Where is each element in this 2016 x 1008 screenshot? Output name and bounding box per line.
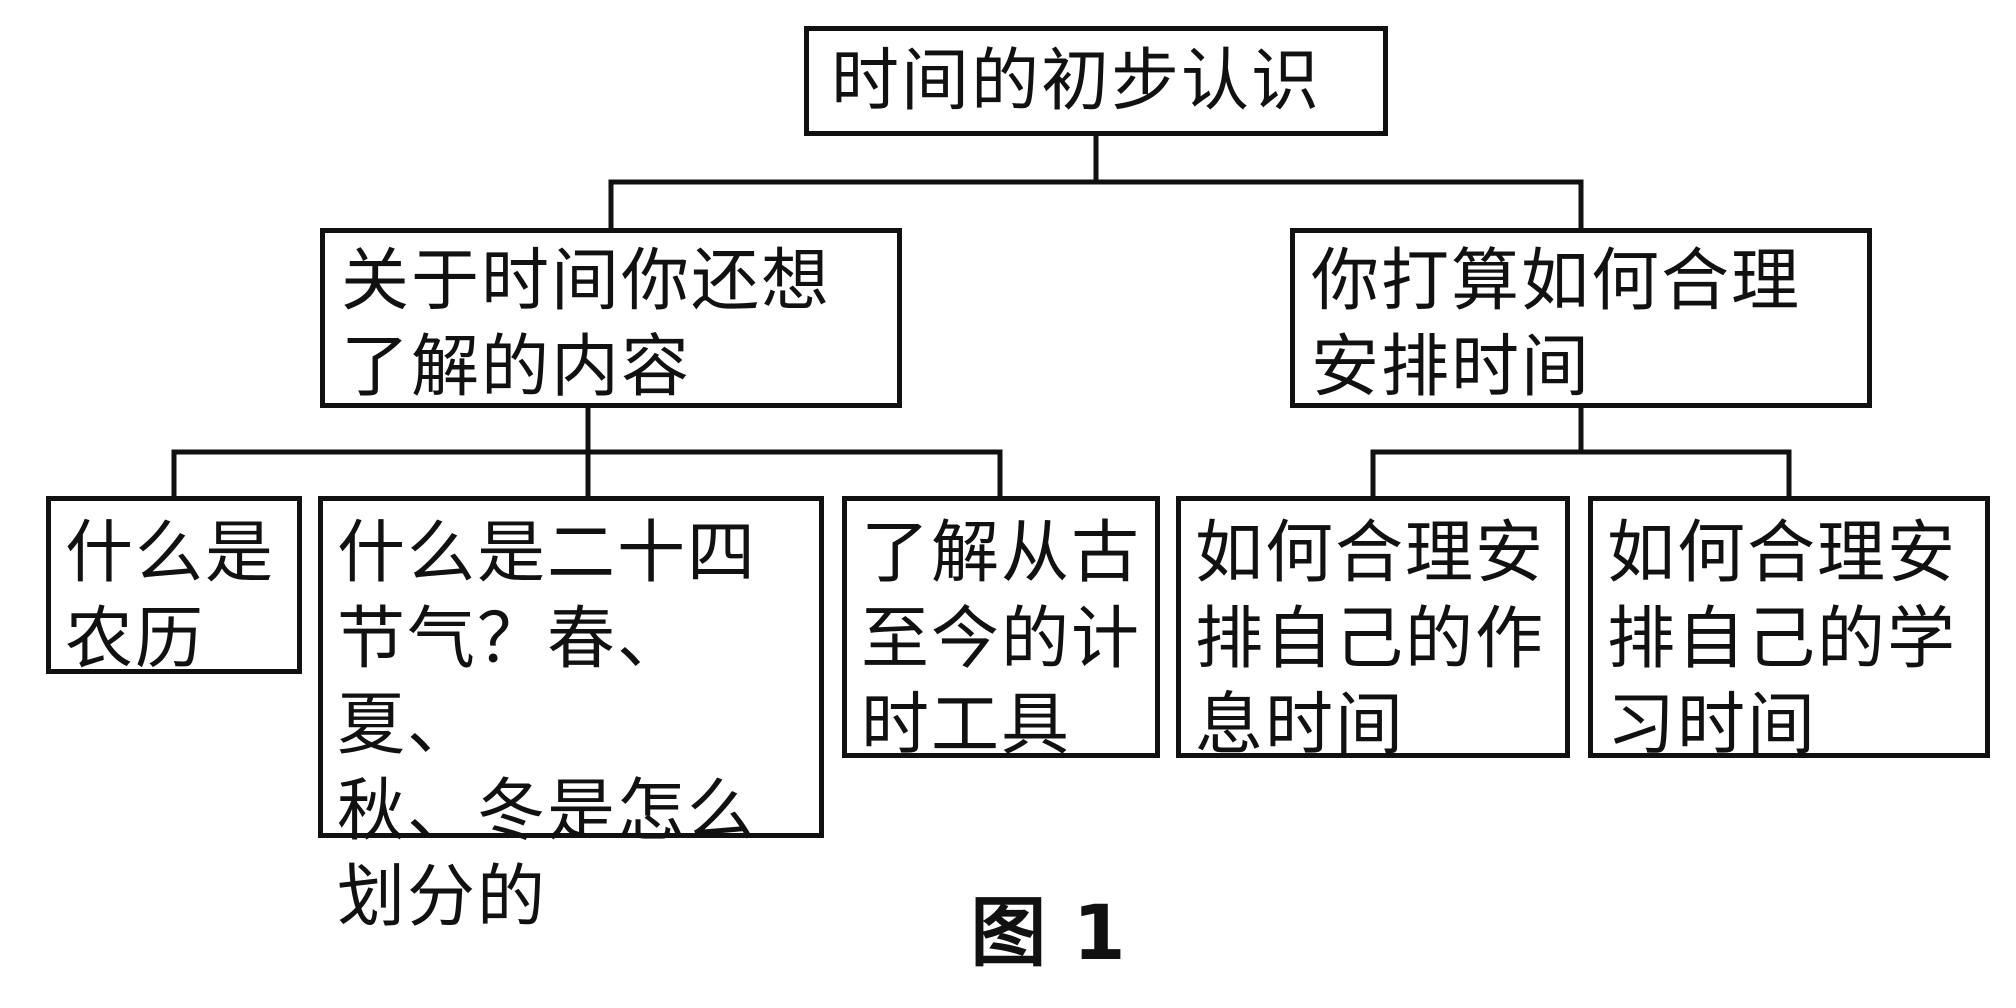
- leaf-node-daily-schedule: 如何合理安 排自己的作 息时间: [1176, 496, 1570, 765]
- leaf-node-solar-terms: 什么是二十四 节气？春、夏、 秋、冬是怎么 划分的: [318, 496, 824, 937]
- leaf-node-study-schedule: 如何合理安 排自己的学 习时间: [1588, 496, 1990, 765]
- branch-node-right: 你打算如何合理 安排时间: [1290, 228, 1872, 408]
- leaf-node-timekeeping-tools: 了解从古 至今的计 时工具: [842, 496, 1160, 765]
- root-node: 时间的初步认识: [804, 26, 1388, 136]
- leaf-node-lunar-calendar: 什么是 农历: [46, 496, 302, 679]
- branch-node-left: 关于时间你还想 了解的内容: [320, 228, 902, 408]
- figure-caption: 图 1: [970, 888, 1126, 977]
